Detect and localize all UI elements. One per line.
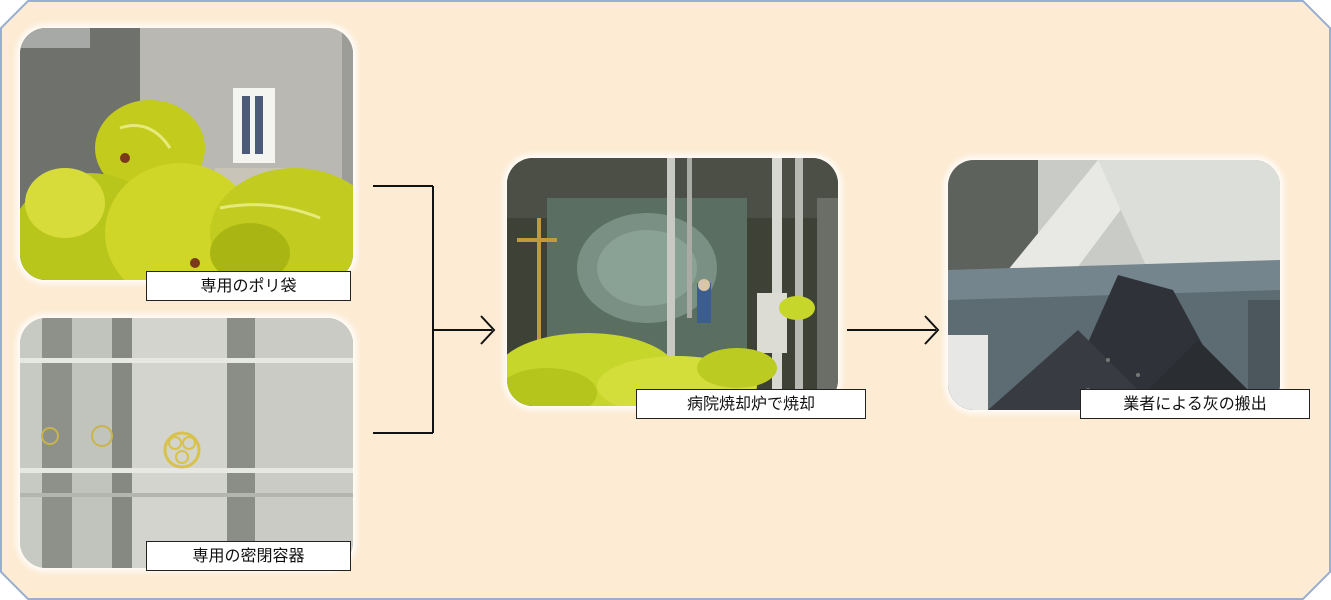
- ash-removal-caption: 業者による灰の搬出: [1080, 389, 1310, 419]
- sealed-container-caption: 専用の密閉容器: [146, 541, 351, 571]
- poly-bag-photo: [20, 28, 353, 280]
- sealed-container-photo: [20, 318, 353, 568]
- ash-removal-photo: [948, 160, 1280, 410]
- incinerator-caption: 病院焼却炉で焼却: [636, 389, 866, 419]
- poly-bag-caption: 専用のポリ袋: [146, 271, 351, 301]
- incinerator-photo: [507, 158, 838, 406]
